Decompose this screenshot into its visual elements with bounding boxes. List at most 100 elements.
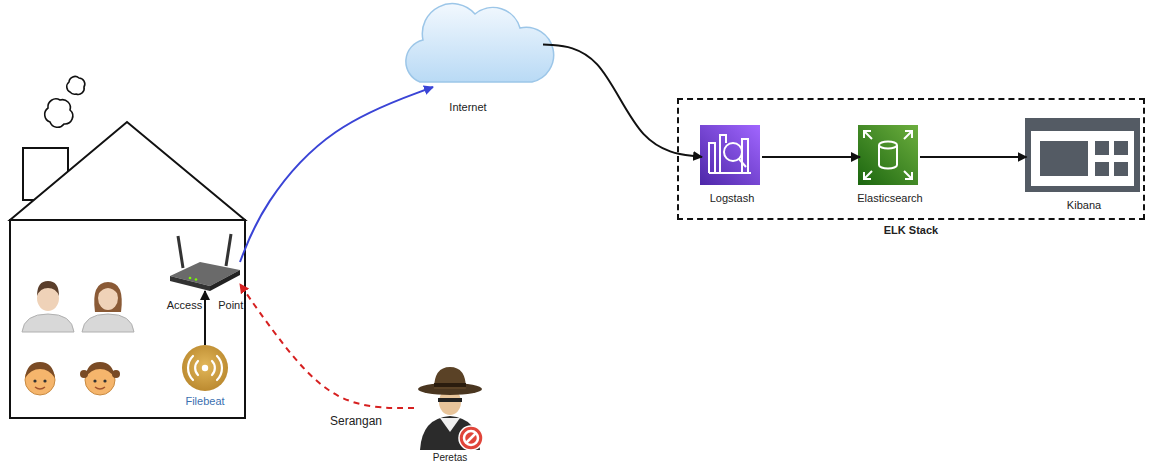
- hacker-icon: [418, 367, 483, 450]
- elasticsearch-icon: [879, 145, 897, 169]
- router-icon: [195, 278, 198, 281]
- person-icon: [82, 314, 134, 332]
- logstash-icon: [709, 135, 751, 173]
- icon-area: [702, 127, 762, 187]
- kibana-icon: [1114, 162, 1128, 176]
- hacker-icon: [438, 398, 462, 402]
- filebeat-icon: [202, 365, 208, 371]
- group-label: ELK Stack: [679, 224, 1143, 237]
- connector-arrow: [920, 156, 1027, 158]
- router-icon: [189, 277, 192, 280]
- node-label: Logstash: [710, 192, 755, 205]
- filebeat-icon: [188, 356, 193, 380]
- child-icon: [80, 370, 88, 378]
- child-icon: [35, 387, 45, 389]
- node-label: Internet: [449, 101, 486, 114]
- hacker-icon: [464, 431, 478, 445]
- label-group: Filebeat: [185, 395, 224, 408]
- icon-area: [860, 127, 920, 187]
- icon-area: [170, 233, 240, 291]
- hacker-icon: [434, 367, 466, 389]
- service-node: Logstash: [702, 127, 762, 205]
- person-icon: [22, 314, 74, 332]
- router-icon: [170, 234, 240, 291]
- stack-frame: ELK StackLogstashElasticsearchKibana: [677, 98, 1145, 220]
- cloud-node: Internet: [393, 2, 543, 114]
- label-group: Peretas: [433, 452, 467, 464]
- icon-area: [182, 345, 228, 391]
- elasticsearch-icon: [864, 131, 912, 179]
- kibana-icon: [1095, 141, 1109, 155]
- label-group: Elasticsearch: [857, 192, 922, 205]
- house-outline: [67, 76, 85, 94]
- router-icon: [226, 234, 231, 266]
- hacker-icon: [459, 426, 483, 450]
- person-icon: [22, 281, 74, 332]
- filebeat-icon: [182, 345, 228, 391]
- logstash-icon: [700, 125, 760, 185]
- hacker-icon: [434, 383, 466, 387]
- agent-node: Filebeat: [182, 345, 228, 408]
- node-label: Kibana: [1067, 199, 1101, 212]
- node-label: Peretas: [433, 452, 467, 464]
- router-icon: [178, 236, 183, 268]
- connector-arrow: [240, 87, 433, 262]
- child-icon: [103, 379, 106, 382]
- house-outline: [10, 220, 245, 418]
- house-outline: [10, 122, 245, 220]
- kibana-icon: [1114, 141, 1128, 155]
- kibana-icon: [1025, 118, 1140, 192]
- node-label: Point: [218, 299, 243, 312]
- elasticsearch-icon: [858, 125, 918, 185]
- filebeat-icon: [195, 361, 198, 375]
- elasticsearch-icon: [864, 131, 912, 179]
- hacker-icon: [440, 418, 460, 432]
- icon-area: [1027, 120, 1142, 194]
- service-node: Elasticsearch: [857, 127, 922, 205]
- service-node: Kibana: [1027, 120, 1142, 212]
- filebeat-icon: [188, 356, 222, 380]
- child-icon: [25, 362, 55, 378]
- child-icon: [43, 379, 46, 382]
- attacker-node: Peretas: [414, 366, 486, 464]
- house-outline: [45, 99, 73, 127]
- child-icon: [80, 362, 120, 395]
- router-icon: [170, 276, 210, 291]
- elasticsearch-icon: [879, 142, 897, 149]
- filebeat-icon: [212, 361, 215, 375]
- node-label: Filebeat: [185, 395, 224, 408]
- child-icon: [25, 362, 55, 395]
- person-icon: [37, 281, 59, 296]
- kibana-icon: [1095, 162, 1109, 176]
- house-outline: [10, 76, 245, 418]
- logstash-icon: [724, 143, 742, 161]
- connector-arrow: [762, 156, 860, 158]
- cloud-icon: [406, 4, 554, 82]
- connector-arrow: [204, 291, 206, 345]
- icon-area: [393, 2, 543, 87]
- filebeat-icon: [182, 345, 228, 391]
- node-label: Access: [167, 299, 202, 312]
- cloud-icon: [406, 4, 554, 82]
- logstash-icon: [700, 125, 760, 185]
- child-icon: [33, 379, 36, 382]
- edge-label: Serangan: [328, 414, 384, 428]
- logstash-icon: [739, 159, 746, 167]
- person-icon: [82, 282, 134, 332]
- logstash-icon: [709, 135, 751, 173]
- hacker-icon: [466, 433, 476, 443]
- label-group: Access Point: [167, 299, 244, 312]
- child-icon: [112, 370, 120, 378]
- elasticsearch-icon: [858, 125, 918, 185]
- access-point-node: Access Point: [167, 233, 244, 312]
- kibana-icon: [1025, 118, 1140, 192]
- child-icon: [95, 387, 105, 389]
- person-icon: [94, 282, 122, 312]
- label-group: Internet: [449, 101, 486, 114]
- label-group: Kibana: [1067, 199, 1101, 212]
- node-label: Elasticsearch: [857, 192, 922, 205]
- child-icon: [93, 379, 96, 382]
- kibana-icon: [1031, 131, 1134, 186]
